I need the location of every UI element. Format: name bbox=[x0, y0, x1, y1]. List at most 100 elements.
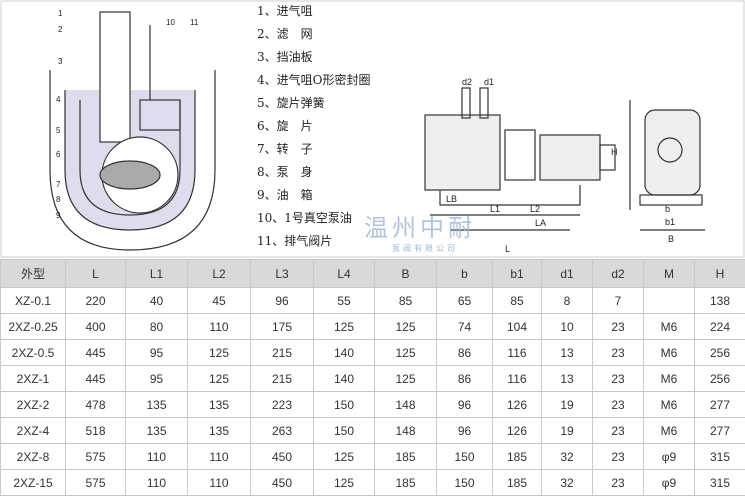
table-cell: 110 bbox=[188, 314, 251, 340]
callout-6: 6 bbox=[56, 150, 61, 159]
dim-B: B bbox=[668, 234, 674, 244]
table-cell: 13 bbox=[542, 366, 593, 392]
table-cell: 148 bbox=[375, 418, 437, 444]
table-cell: 125 bbox=[188, 340, 251, 366]
table-cell: 125 bbox=[314, 470, 375, 496]
callout-11: 11 bbox=[190, 18, 199, 27]
callout-7: 7 bbox=[56, 180, 61, 189]
table-cell: 125 bbox=[314, 314, 375, 340]
column-header: L4 bbox=[314, 260, 375, 288]
column-header: H bbox=[695, 260, 745, 288]
table-cell: 256 bbox=[695, 340, 745, 366]
part-item: 2、滤 网 bbox=[257, 25, 370, 48]
table-cell: 125 bbox=[314, 444, 375, 470]
column-header: L2 bbox=[188, 260, 251, 288]
table-cell: 110 bbox=[188, 470, 251, 496]
part-item: 11、排气阀片 bbox=[257, 232, 370, 255]
table-cell: 2XZ-4 bbox=[1, 418, 66, 444]
callout-1: 1 bbox=[58, 9, 63, 18]
part-item: 7、转 子 bbox=[257, 140, 370, 163]
dim-d1: d1 bbox=[484, 77, 494, 87]
table-cell: 85 bbox=[375, 288, 437, 314]
table-cell: 445 bbox=[66, 340, 126, 366]
table-cell: 2XZ-2 bbox=[1, 392, 66, 418]
table-cell: 23 bbox=[593, 366, 644, 392]
part-item: 10、1号真空泵油 bbox=[257, 209, 370, 232]
table-cell: 140 bbox=[314, 366, 375, 392]
column-header: 外型 bbox=[1, 260, 66, 288]
table-cell: 126 bbox=[493, 392, 542, 418]
table-cell: 150 bbox=[314, 392, 375, 418]
table-cell: 2XZ-1 bbox=[1, 366, 66, 392]
table-cell: 110 bbox=[126, 444, 188, 470]
dim-d2: d2 bbox=[462, 77, 472, 87]
callout-10: 10 bbox=[166, 18, 175, 27]
callout-3: 3 bbox=[58, 57, 63, 66]
table-cell: 450 bbox=[251, 470, 314, 496]
table-cell: 110 bbox=[126, 470, 188, 496]
part-item: 3、挡油板 bbox=[257, 48, 370, 71]
column-header: L1 bbox=[126, 260, 188, 288]
column-header: b bbox=[437, 260, 493, 288]
table-cell: 95 bbox=[126, 366, 188, 392]
table-cell: 23 bbox=[593, 470, 644, 496]
table-cell: 104 bbox=[493, 314, 542, 340]
table-cell: φ9 bbox=[644, 444, 695, 470]
table-cell: 185 bbox=[375, 470, 437, 496]
table-cell bbox=[644, 288, 695, 314]
table-cell: 215 bbox=[251, 340, 314, 366]
table-cell: 215 bbox=[251, 366, 314, 392]
table-cell: 135 bbox=[126, 418, 188, 444]
column-header: b1 bbox=[493, 260, 542, 288]
table-cell: 80 bbox=[126, 314, 188, 340]
table-cell: 2XZ-15 bbox=[1, 470, 66, 496]
table-cell: M6 bbox=[644, 366, 695, 392]
table-cell: 23 bbox=[593, 392, 644, 418]
table-cell: 13 bbox=[542, 340, 593, 366]
table-cell: φ9 bbox=[644, 470, 695, 496]
table-cell: 575 bbox=[66, 470, 126, 496]
table-cell: 315 bbox=[695, 470, 745, 496]
table-cell: M6 bbox=[644, 392, 695, 418]
table-cell: 8 bbox=[542, 288, 593, 314]
table-cell: 45 bbox=[188, 288, 251, 314]
table-cell: 224 bbox=[695, 314, 745, 340]
table-cell: 23 bbox=[593, 444, 644, 470]
table-cell: 135 bbox=[188, 392, 251, 418]
table-cell: 220 bbox=[66, 288, 126, 314]
table-cell: 125 bbox=[375, 366, 437, 392]
table-cell: M6 bbox=[644, 340, 695, 366]
table-cell: 256 bbox=[695, 366, 745, 392]
dim-LA: LA bbox=[535, 218, 546, 228]
table-cell: 65 bbox=[437, 288, 493, 314]
table-cell: 518 bbox=[66, 418, 126, 444]
table-cell: 74 bbox=[437, 314, 493, 340]
table-cell: 138 bbox=[695, 288, 745, 314]
table-cell: 185 bbox=[375, 444, 437, 470]
column-header: L3 bbox=[251, 260, 314, 288]
table-cell: 23 bbox=[593, 340, 644, 366]
side-view-drawing bbox=[425, 88, 615, 230]
table-cell: 277 bbox=[695, 418, 745, 444]
table-cell: 125 bbox=[375, 314, 437, 340]
table-cell: 135 bbox=[188, 418, 251, 444]
table-cell: 19 bbox=[542, 392, 593, 418]
table-cell: M6 bbox=[644, 314, 695, 340]
part-item: 6、旋 片 bbox=[257, 117, 370, 140]
table-cell: 125 bbox=[375, 340, 437, 366]
table-cell: XZ-0.1 bbox=[1, 288, 66, 314]
table-cell: 135 bbox=[126, 392, 188, 418]
watermark: 温州中耐 bbox=[364, 214, 476, 242]
part-item: 4、进气咀O形密封圈 bbox=[257, 71, 370, 94]
table-cell: 185 bbox=[493, 470, 542, 496]
table-cell: 223 bbox=[251, 392, 314, 418]
callout-5: 5 bbox=[56, 126, 61, 135]
table-cell: 478 bbox=[66, 392, 126, 418]
dim-L1: L1 bbox=[490, 204, 500, 214]
dim-b1: b1 bbox=[665, 217, 675, 227]
